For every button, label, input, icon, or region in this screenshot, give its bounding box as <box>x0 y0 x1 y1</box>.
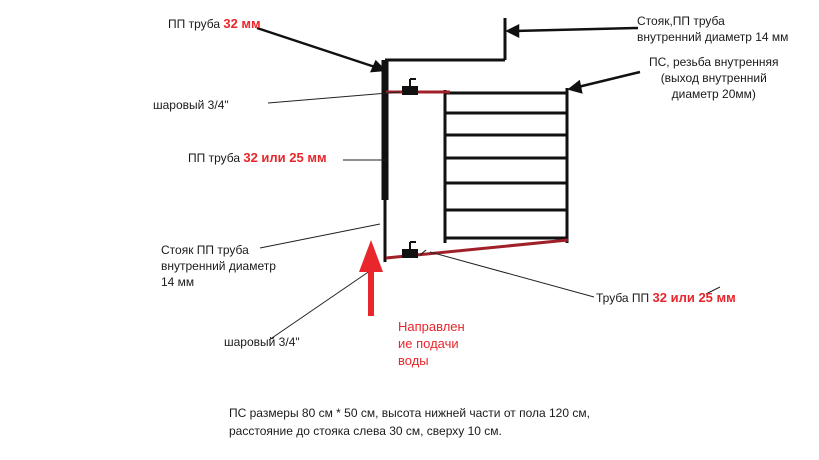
radiator <box>443 88 569 243</box>
pp-pipe-bottom-label: Труба ПП 32 или 25 мм <box>596 290 736 306</box>
label-line: ие подачи <box>398 336 459 351</box>
label-line: внутренний диаметр 14 мм <box>637 30 789 44</box>
label-size-highlight: 32 или 25 мм <box>243 150 327 165</box>
label-text: ПП труба <box>188 151 244 165</box>
label-line: ПС, резьба внутренняя <box>649 55 779 69</box>
label-line: Стояк,ПП труба <box>637 14 725 28</box>
label-size-highlight: 32 или 25 мм <box>652 290 736 305</box>
ball-valve-bottom-label: шаровый 3/4" <box>224 335 300 349</box>
flow-direction-arrow <box>359 240 383 316</box>
pointer-lines-thin <box>259 91 721 341</box>
ps-thread-label: ПС, резьба внутренняя (выход внутренний … <box>649 54 779 102</box>
pp-pipe-top-label: ПП труба 32 мм <box>168 16 261 32</box>
note-line: ПС размеры 80 см * 50 см, высота нижней … <box>229 406 590 420</box>
label-text: Труба ПП <box>596 291 653 305</box>
riser-top-label: Стояк,ПП труба внутренний диаметр 14 мм <box>637 13 788 45</box>
ball-valve-top-icon <box>402 78 418 95</box>
label-line: диаметр 20мм) <box>671 87 756 101</box>
label-line: внутренний диаметр <box>161 259 276 273</box>
label-line: (выход внутренний <box>660 71 767 85</box>
label-line: 14 мм <box>161 275 195 289</box>
flow-direction-label: Направлен ие подачи воды <box>398 318 465 369</box>
ball-valve-top-label: шаровый 3/4" <box>153 98 229 112</box>
pointer-arrows-bold <box>256 23 641 94</box>
pp-pipe-mid-label: ПП труба 32 или 25 мм <box>188 150 327 166</box>
ball-valve-bottom-icon <box>402 241 427 258</box>
riser-bottom-label: Стояк ПП труба внутренний диаметр 14 мм <box>161 242 276 290</box>
riser-pipe <box>381 18 507 262</box>
label-line: Стояк ПП труба <box>161 243 249 257</box>
dimensions-note: ПС размеры 80 см * 50 см, высота нижней … <box>229 404 590 440</box>
label-line: Направлен <box>398 319 465 334</box>
label-size-highlight: 32 мм <box>223 16 261 31</box>
note-line: расстояние до стояка слева 30 см, сверху… <box>229 424 502 438</box>
label-text: ПП труба <box>168 17 224 31</box>
label-line: воды <box>398 353 429 368</box>
